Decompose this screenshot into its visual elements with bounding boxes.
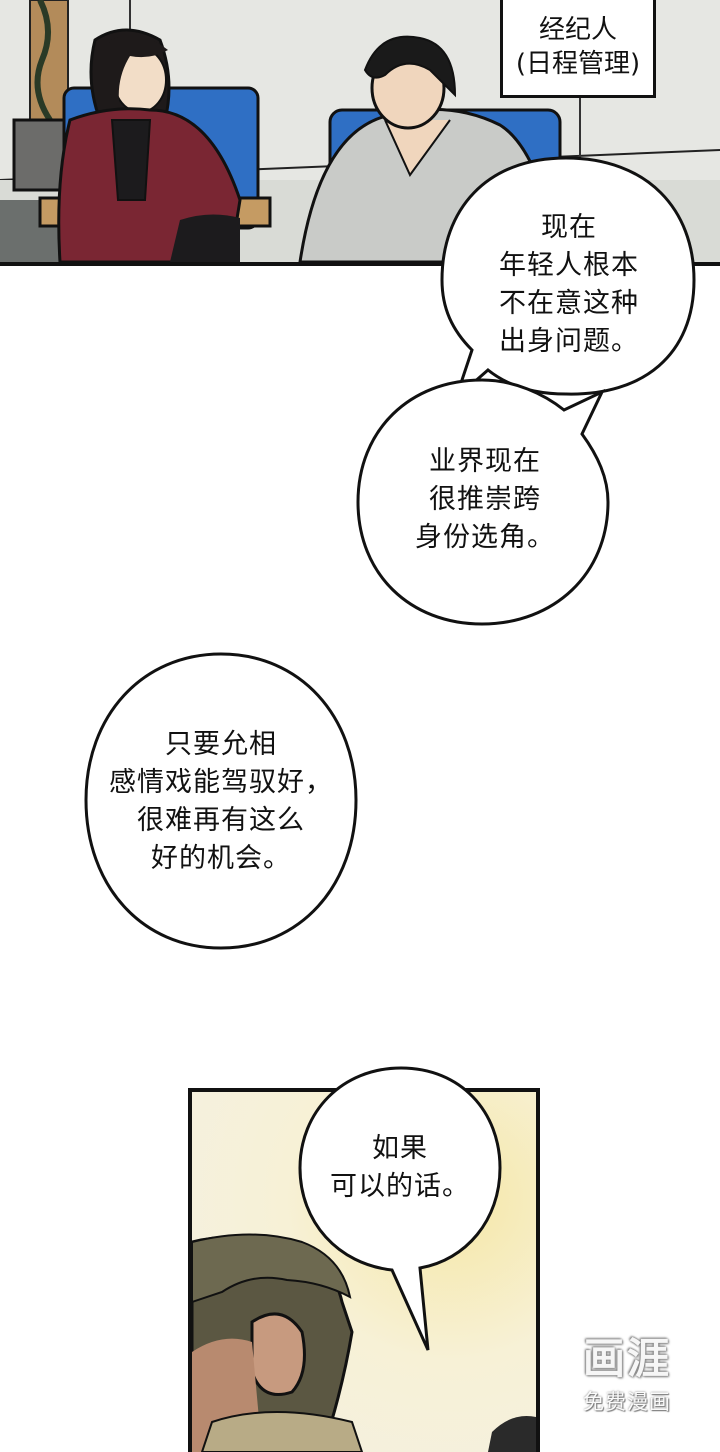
speech-bubble-1-shape <box>440 156 696 400</box>
bubble-line: 感情戏能驾驭好， <box>109 767 333 798</box>
speech-bubble-3-shape <box>84 652 358 950</box>
bubble-line: 好的机会。 <box>151 843 291 874</box>
bubble-line: 年轻人根本 <box>499 250 639 281</box>
watermark: 画涯 免费漫画 <box>562 1320 692 1420</box>
bubble-line: 业界现在 <box>429 446 541 477</box>
man-head-art <box>192 1233 536 1452</box>
speech-bubble-1-text: 现在 年轻人根本 不在意这种 出身问题。 <box>462 205 676 365</box>
caption-line: 经纪人 <box>538 15 617 45</box>
bubble-line: 如果 <box>372 1133 428 1164</box>
speech-bubble-4-text: 如果 可以的话。 <box>314 1120 486 1216</box>
speech-bubble-2-shape <box>356 378 610 626</box>
caption-line: (日程管理) <box>515 49 641 79</box>
speech-bubble-3-text: 只要允相 感情戏能驾驭好， 很难再有这么 好的机会。 <box>96 724 346 880</box>
bubble-line: 现在 <box>541 212 597 243</box>
watermark-logo: 画涯 <box>582 1333 671 1383</box>
bubble-line: 只要允相 <box>165 729 277 760</box>
speech-bubble-2-text: 业界现在 很推崇跨 身份选角。 <box>380 430 590 570</box>
bubble-line: 身份选角。 <box>415 522 555 553</box>
bubble-line: 很推崇跨 <box>429 484 541 515</box>
bubble-line: 很难再有这么 <box>137 805 305 836</box>
speech-bubble-4-shape <box>298 1066 502 1351</box>
bubble-line: 不在意这种 <box>499 288 639 319</box>
bubble-line: 可以的话。 <box>330 1171 470 1202</box>
bubble-line: 出身问题。 <box>499 326 639 357</box>
watermark-subtitle: 免费漫画 <box>583 1389 671 1414</box>
caption-box: 经纪人 (日程管理) <box>500 0 656 98</box>
